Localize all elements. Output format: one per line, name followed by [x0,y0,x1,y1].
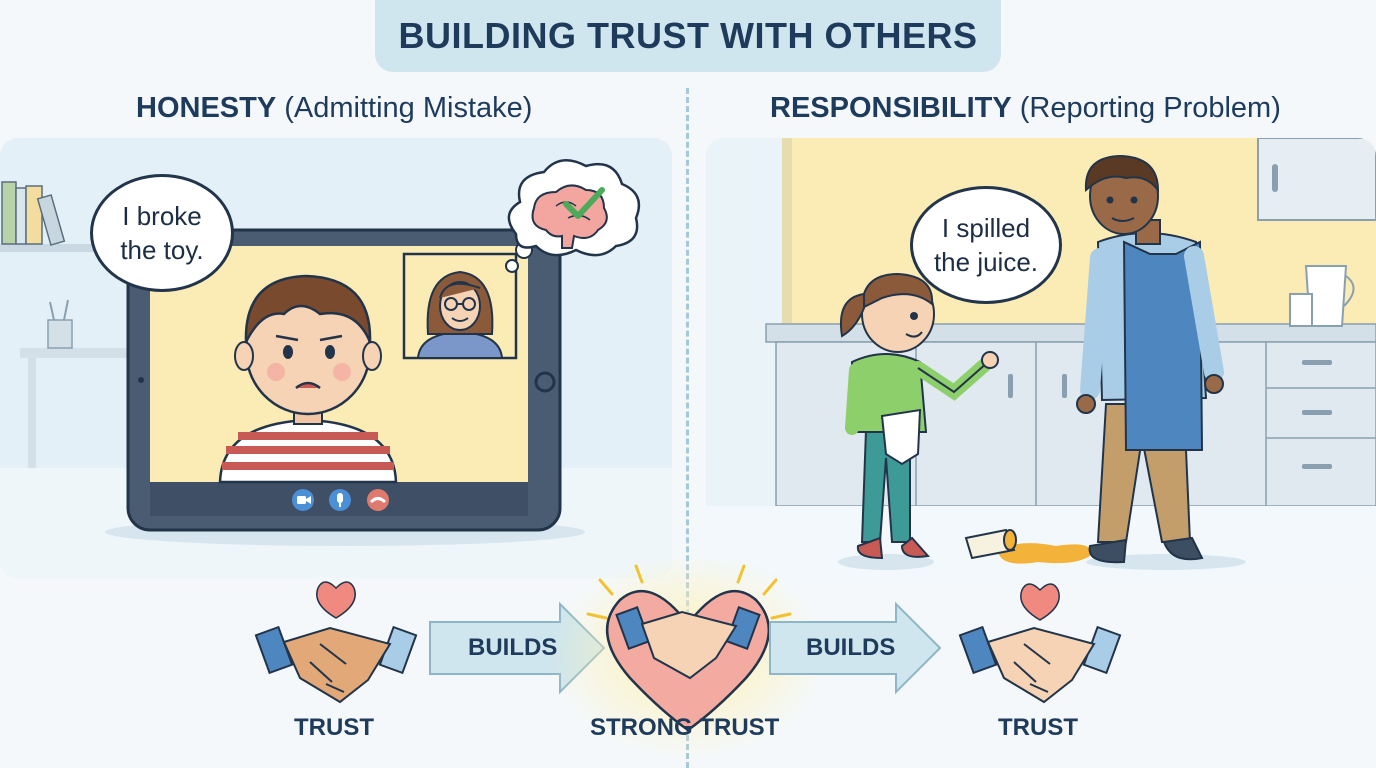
responsibility-illustration [706,138,1376,578]
handshake-icon [958,583,1122,704]
father [1076,154,1224,564]
handshake-icon [254,581,418,704]
video-call-camera-icon[interactable] [292,489,314,511]
book [1,181,17,245]
builds-arrow-right [769,601,942,695]
trust-label-left: TRUST [294,714,374,741]
honesty-illustration [0,159,672,578]
shelf [0,244,100,252]
floor [706,506,1376,578]
responsibility-heading-subtitle: (Reporting Problem) [1019,92,1281,124]
glass [1289,293,1313,327]
strong-trust-label: STRONG TRUST [590,714,780,741]
speech-bubble-honesty: I broke the toy. [90,174,234,292]
speech-line: I broke [122,201,202,231]
handshake-icon [640,610,738,680]
counter-top [765,323,1376,343]
builds-label-left: BUILDS [468,634,558,661]
honesty-heading: HONESTY (Admitting Mistake) [136,92,532,125]
spilled-juice [964,528,1091,564]
desk-top [20,348,132,358]
girl [840,272,999,560]
page-title: BUILDING TRUST WITH OTHERS [398,15,978,56]
desk-leg [28,358,36,492]
honesty-heading-subtitle: (Admitting Mistake) [284,92,533,124]
brain-check-icon [505,159,641,273]
book [36,194,66,246]
boy-on-video [218,274,398,484]
book [25,185,43,245]
speech-line: I spilled [941,213,1031,243]
tablet-home-button [534,371,556,393]
responsibility-heading: RESPONSIBILITY (Reporting Problem) [770,92,1281,125]
title-banner: BUILDING TRUST WITH OTHERS [375,0,1001,72]
pencil-cup [47,319,73,349]
builds-label-right: BUILDS [806,634,896,661]
responsibility-heading-title: RESPONSIBILITY [770,92,1012,124]
center-divider [686,88,689,768]
speech-bubble-responsibility: I spilled the juice. [910,186,1062,304]
parent-video-thumbnail [402,252,518,360]
trust-label-right: TRUST [998,714,1078,741]
end-call-icon[interactable] [367,489,389,511]
heart-icon [1020,583,1060,621]
honesty-heading-title: HONESTY [136,92,277,124]
speech-line: the juice. [933,247,1039,277]
microphone-icon[interactable] [329,489,351,511]
book [15,187,27,245]
trust-flow-graphics [254,560,1122,760]
strong-trust-heart [548,560,828,760]
responsibility-scene: I spilled the juice. [706,138,1376,578]
apron [1122,240,1204,451]
speech-line: the toy. [120,235,204,265]
honesty-scene: I broke the toy. [0,138,672,578]
heart-icon [316,581,356,619]
